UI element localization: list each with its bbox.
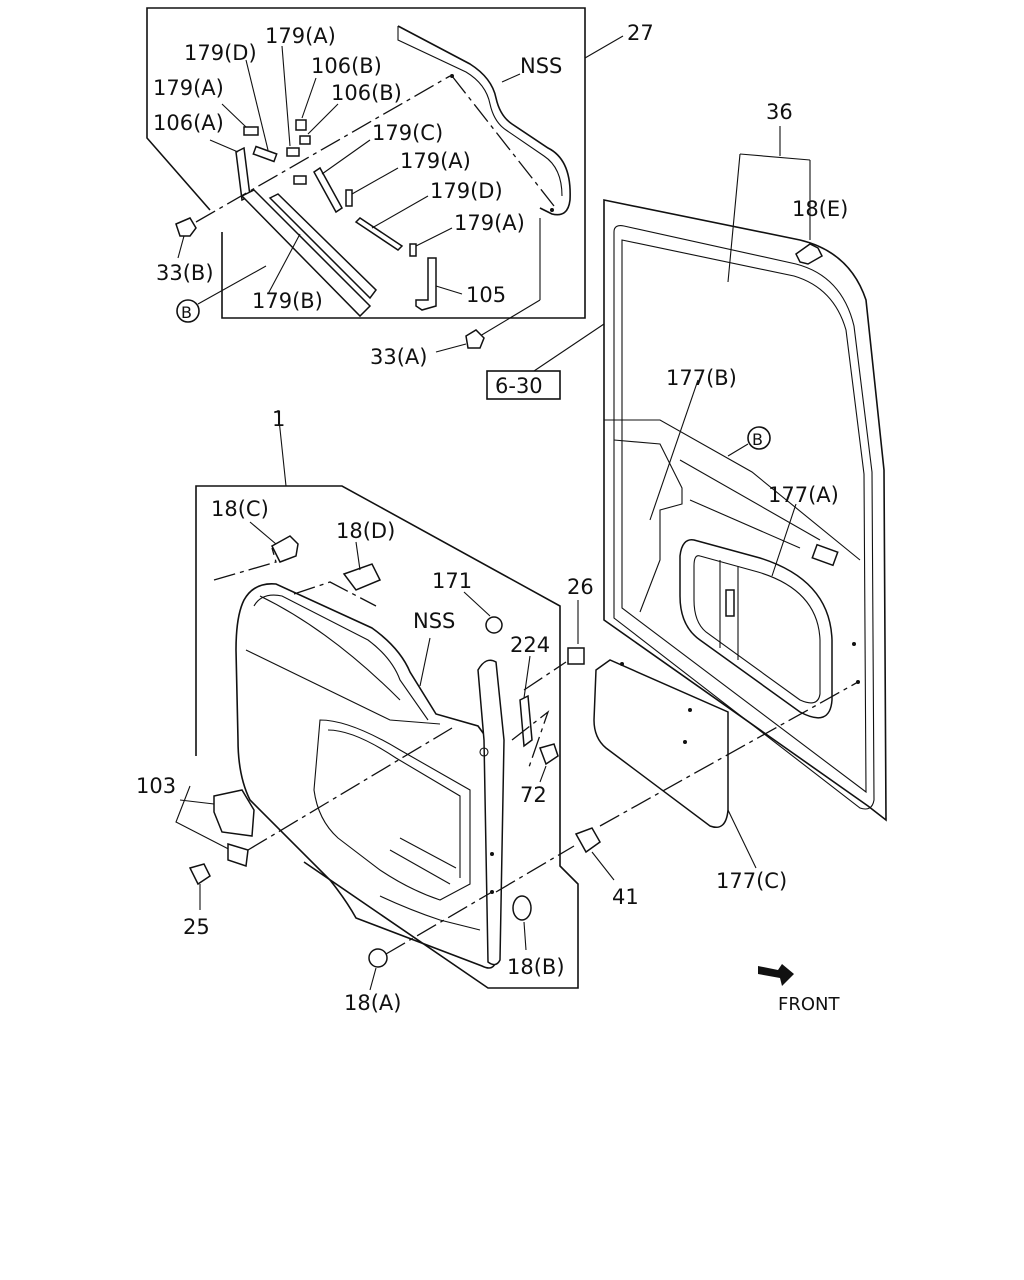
callout-179a-c: 179(A) (400, 149, 471, 173)
callout-nss-bottom: NSS (413, 609, 455, 633)
door-weatherstrip-outer (613, 225, 875, 810)
clip-41 (574, 827, 601, 854)
callout-177a: 177(A) (768, 483, 839, 507)
clip-18d (342, 563, 382, 591)
callout-33a: 33(A) (370, 345, 427, 369)
callout-b-top: B (181, 303, 192, 322)
callout-179a-a: 179(A) (265, 24, 336, 48)
door-handle-recess (811, 543, 839, 567)
assembly-27-group: 27 NSS 179(D) 179(A) 106(B) 179(A) 106(B… (146, 7, 654, 400)
callout-179d-b: 179(D) (430, 179, 503, 203)
trim-pillar (477, 659, 505, 966)
clip-179-mid (293, 175, 307, 185)
callout-27: 27 (627, 21, 654, 45)
bracket-105 (415, 257, 437, 311)
callout-106b-a: 106(B) (311, 54, 382, 78)
clip-33b (175, 217, 197, 237)
callout-179c: 179(C) (372, 121, 443, 145)
callout-177b: 177(B) (666, 366, 737, 390)
clip-179d-upper (252, 145, 278, 163)
callout-179a-d: 179(A) (454, 211, 525, 235)
callout-25: 25 (183, 915, 210, 939)
callout-18b: 18(B) (507, 955, 565, 979)
callout-106b-b: 106(B) (331, 81, 402, 105)
strip-179b-inner (268, 193, 377, 300)
callout-171: 171 (432, 569, 472, 593)
clip-18b (512, 895, 532, 921)
clip-179a-d (409, 243, 417, 257)
marker-b-right (747, 426, 771, 450)
callout-26: 26 (567, 575, 594, 599)
clip-179a-small-1 (243, 126, 259, 136)
grommet-171 (485, 616, 503, 634)
front-indicator: FRONT (758, 964, 840, 1015)
door-trim-board (235, 583, 497, 969)
clip-26 (567, 647, 585, 665)
callout-106a: 106(A) (153, 111, 224, 135)
callout-224: 224 (510, 633, 550, 657)
callout-177c: 177(C) (716, 869, 787, 893)
door-weatherstrip-inner (621, 239, 867, 794)
assembly-1-group: 1 NSS 18(C) 18(D) 171 (136, 407, 859, 1015)
callout-41: 41 (612, 885, 639, 909)
callout-ref-6-30: 6-30 (495, 374, 543, 398)
callout-36: 36 (766, 100, 793, 124)
upper-trim-strip (397, 25, 571, 216)
door-lower-panel-177c (593, 659, 729, 828)
bracket-224 (519, 694, 533, 748)
clip-179a-c (345, 189, 353, 207)
clip-18e (795, 243, 823, 265)
callout-33b: 33(B) (156, 261, 214, 285)
clip-106b-2 (299, 135, 311, 145)
callout-103: 103 (136, 774, 176, 798)
ref-box-6-30 (486, 370, 561, 400)
switch-103 (213, 789, 255, 837)
clip-18a (368, 948, 388, 968)
callout-18d: 18(D) (336, 519, 395, 543)
callout-105: 105 (466, 283, 506, 307)
marker-b-top (176, 299, 200, 323)
callout-179a-b: 179(A) (153, 76, 224, 100)
clip-33a (465, 329, 485, 349)
callout-18a: 18(A) (344, 991, 401, 1015)
callout-179d-a: 179(D) (184, 41, 257, 65)
front-arrow-icon (758, 964, 794, 986)
assembly-1-box (195, 485, 579, 989)
seal-106a (235, 146, 251, 202)
callout-1: 1 (272, 407, 285, 431)
door-window-177a (679, 539, 833, 719)
strip-179c (313, 166, 343, 214)
door-lock-slot (725, 589, 735, 617)
bracket-103-plate (227, 842, 249, 868)
callout-nss-top: NSS (520, 54, 562, 78)
door-panel-group: 36 18(E) 177(B) B 177(A) 177(C) (593, 100, 887, 893)
clip-179a-upper (286, 147, 300, 157)
callout-b-right: B (752, 430, 763, 449)
callout-18e: 18(E) (792, 197, 848, 221)
clip-18c (271, 535, 299, 563)
front-label: FRONT (778, 994, 840, 1015)
door-outer-outline (603, 199, 887, 822)
clip-106b-1 (295, 119, 307, 131)
callout-179b: 179(B) (252, 289, 323, 313)
assembly-27-box (146, 7, 586, 319)
callout-72: 72 (520, 783, 547, 807)
callout-18c: 18(C) (211, 497, 269, 521)
screw-25 (188, 863, 211, 886)
clip-72 (539, 743, 559, 766)
strip-179d-lower (354, 217, 404, 251)
strip-179b (240, 189, 372, 318)
